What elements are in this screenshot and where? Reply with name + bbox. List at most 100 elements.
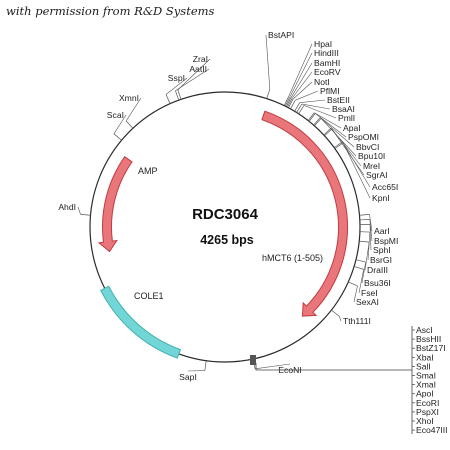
site-kpni: KpnI	[334, 142, 390, 203]
site-fsei: FseI	[353, 266, 378, 298]
site-leader-pmli	[303, 105, 337, 119]
site-tick-aatii	[175, 90, 180, 101]
site-bbvci: BbvCI	[313, 117, 379, 152]
mcs-list: AscIBssHIIBstZ17IXbaISalISmaIXmaIApoIEco…	[412, 325, 448, 435]
site-label-pflmi: PflMI	[320, 86, 340, 96]
site-tick-pmli	[298, 105, 305, 114]
site-label-acc65i: Acc65I	[372, 182, 398, 192]
site-label-bsrgi: BsrGI	[370, 255, 392, 265]
site-sspi: SspI	[165, 73, 188, 104]
site-leader-mrei	[330, 127, 362, 167]
site-label-bpu10i: Bpu10I	[358, 151, 385, 161]
site-leader-bspmi	[369, 219, 373, 242]
site-bamhi: BamHI	[285, 58, 340, 107]
site-noti: NotI	[288, 77, 330, 108]
site-tick-bbvci	[313, 117, 321, 126]
site-tick-bstapi	[266, 88, 271, 99]
mcs-site-label: AscI	[416, 325, 433, 335]
site-label-pmli: PmlI	[338, 113, 355, 123]
site-tick-bspmi	[359, 219, 370, 221]
site-hindiii: HindIII	[284, 48, 339, 107]
site-bsaai: BsaAI	[296, 103, 355, 114]
site-leader-ahdi	[77, 206, 81, 215]
site-label-hpai: HpaI	[314, 39, 332, 49]
site-tick-bsu36i	[355, 259, 366, 263]
mcs-site-label: SmaI	[416, 371, 436, 381]
site-label-bsu36i: Bsu36I	[364, 278, 391, 288]
site-label-hindiii: HindIII	[314, 48, 339, 58]
site-aari: AarI	[359, 214, 390, 236]
site-tick-sgrai	[324, 128, 333, 137]
mcs-site-label: XhoI	[416, 416, 434, 426]
site-label-bspmi: BspMI	[374, 236, 398, 246]
site-label-kpni: KpnI	[372, 193, 390, 203]
site-tick-noti	[288, 98, 294, 108]
mcs-site-label: BssHII	[416, 334, 441, 344]
mcs-site-label: SalI	[416, 361, 431, 371]
feature-label-cole1: COLE1	[134, 291, 164, 301]
site-label-bstapi: BstAPI	[268, 30, 294, 40]
site-tick-zrai	[177, 89, 182, 100]
mcs-site-label: ApoI	[416, 389, 434, 399]
site-tick-mrei	[323, 127, 332, 136]
site-acc65i: Acc65I	[334, 141, 398, 192]
feature-cole1	[100, 285, 182, 359]
site-label-ahdi: AhdI	[58, 202, 76, 212]
site-leader-tth111i	[338, 316, 342, 322]
site-tick-xmni	[125, 120, 134, 129]
site-zrai: ZraI	[177, 54, 211, 100]
site-label-bsaai: BsaAI	[332, 104, 355, 114]
site-tth111i: Tth111I	[331, 309, 371, 326]
site-leader-bsaai	[301, 103, 331, 110]
site-ahdi: AhdI	[58, 202, 91, 216]
site-tick-tth111i	[331, 309, 340, 317]
mcs-leader	[255, 363, 412, 371]
site-label-aatii: AatII	[189, 64, 207, 74]
site-tick-psp0mi	[308, 113, 316, 122]
site-apai: ApaI	[307, 112, 361, 133]
site-leader-kpni	[342, 142, 371, 199]
site-bsrgi: BsrGI	[359, 231, 392, 265]
site-label-mrei: MreI	[363, 161, 380, 171]
site-econi: EcoNI	[252, 358, 302, 375]
plasmid-size: 4265 bps	[200, 233, 254, 247]
site-label-tth111i: Tth111I	[343, 316, 371, 326]
site-label-bbvci: BbvCI	[356, 142, 379, 152]
mcs-site-label: XmaI	[416, 380, 436, 390]
site-bsu36i: Bsu36I	[355, 259, 391, 288]
site-tick-sapi	[204, 360, 207, 371]
site-leader-sgrai	[331, 128, 365, 176]
site-tick-bsteii	[294, 102, 300, 112]
site-label-noti: NotI	[314, 77, 330, 87]
feature-hmct6	[261, 110, 348, 317]
mcs-bracket: AscIBssHIIBstZ17IXbaISalISmaIXmaIApoIEco…	[250, 325, 448, 435]
feature-label-hmct6: hMCT6 (1-505)	[262, 253, 323, 263]
site-label-bamhi: BamHI	[314, 58, 340, 68]
site-tick-apai	[307, 112, 315, 121]
site-leader-scai	[113, 114, 127, 134]
site-label-sapi: SapI	[179, 372, 197, 382]
mcs-marker	[250, 355, 256, 365]
site-label-sexai: SexAI	[356, 297, 379, 307]
site-leader-aari	[369, 214, 373, 232]
site-tick-sspi	[165, 94, 171, 104]
site-tick-pflmi	[290, 100, 296, 110]
site-label-bsteii: BstEII	[327, 95, 350, 105]
site-leader-sexai	[353, 285, 358, 303]
site-label-sspi: SspI	[168, 73, 185, 83]
site-sexai: SexAI	[348, 281, 379, 307]
site-leader-bamhi	[290, 62, 313, 98]
site-xmni: XmnI	[119, 93, 142, 129]
site-leader-acc65i	[342, 141, 371, 188]
site-tick-acc65i	[334, 141, 343, 148]
site-tick-draiii	[359, 240, 370, 243]
feature-label-amp: AMP	[138, 166, 158, 176]
site-leader-bstapi	[265, 34, 271, 90]
site-ecorv: EcoRV	[287, 67, 341, 108]
site-pflmi: PflMI	[290, 86, 340, 110]
site-leader-noti	[292, 81, 313, 100]
site-label-aari: AarI	[374, 226, 390, 236]
site-leader-xmni	[125, 97, 142, 122]
site-bstapi: BstAPI	[265, 30, 294, 99]
